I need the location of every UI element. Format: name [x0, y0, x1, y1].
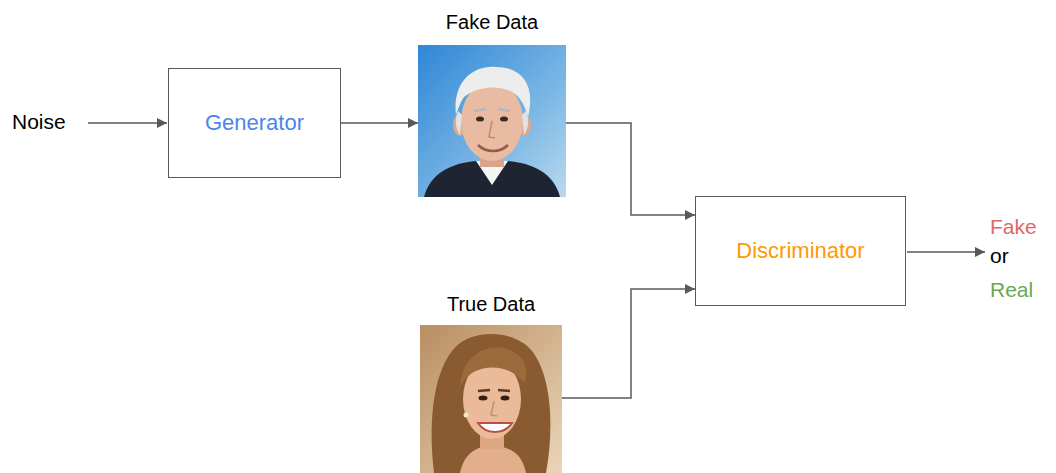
- input-label: Noise: [12, 109, 66, 134]
- fake-face-image: [418, 45, 566, 197]
- output-label: Fake: [990, 214, 1037, 239]
- image-heading: Fake Data: [442, 8, 542, 34]
- output-label: or: [990, 243, 1009, 268]
- box-label: Discriminator: [724, 238, 876, 264]
- output-label: Real: [990, 277, 1033, 302]
- process-box: Generator: [168, 68, 341, 178]
- flow-arrow: [341, 122, 418, 124]
- real-face-image: [420, 325, 562, 473]
- flow-arrow: [566, 123, 695, 215]
- input-arrow: [88, 122, 167, 124]
- box-label: Generator: [193, 110, 316, 136]
- process-box: Discriminator: [695, 196, 906, 306]
- output-arrow: [907, 251, 985, 253]
- image-heading: True Data: [443, 290, 539, 316]
- image-node: Fake Data: [418, 8, 566, 197]
- image-node: True Data: [420, 290, 562, 473]
- flow-arrow: [562, 289, 695, 398]
